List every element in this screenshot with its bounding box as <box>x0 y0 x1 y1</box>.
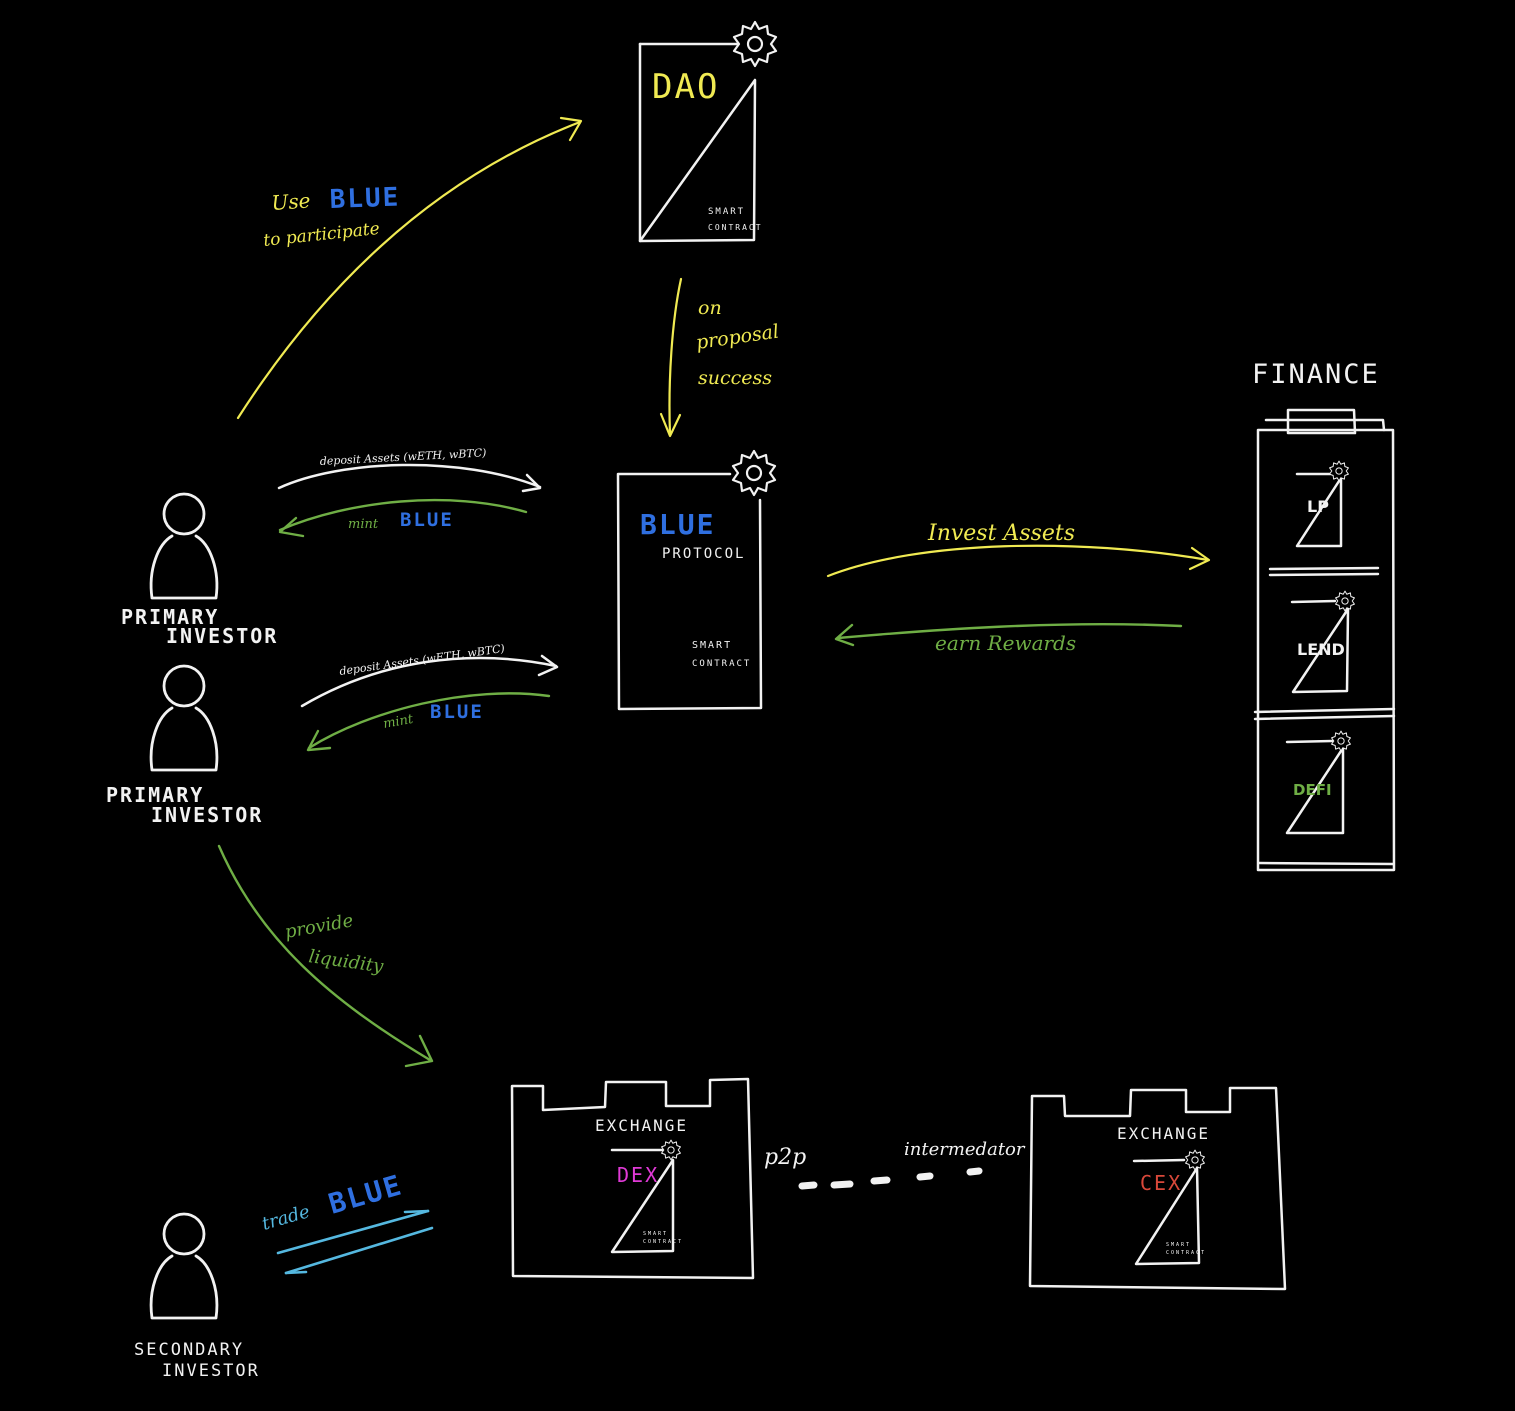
primary-investor-1-line1: PRIMARY <box>121 605 219 629</box>
use-blue-brand: BLUE <box>329 183 401 215</box>
dao-contract-label: CONTRACT <box>708 223 763 232</box>
use-blue-prefix: Use <box>271 188 312 215</box>
mint-1-brand: BLUE <box>400 509 454 531</box>
primary-investor-1: PRIMARY INVESTOR <box>121 492 278 648</box>
cex-label: CEX <box>1140 1171 1182 1195</box>
dex-contract-label: CONTRACT <box>643 1239 683 1245</box>
deposit-2-label: deposit Assets (wETH, wBTC) <box>339 642 506 678</box>
trade-brand: BLUE <box>325 1168 407 1221</box>
protocol-brand: BLUE <box>640 508 715 541</box>
on-proposal-line2: proposal <box>695 321 781 354</box>
finance-title: FINANCE <box>1252 359 1380 390</box>
secondary-investor-line1: SECONDARY <box>134 1340 244 1360</box>
invest-label: Invest Assets <box>927 521 1075 546</box>
blue-protocol-contract: BLUE PROTOCOL SMART CONTRACT <box>616 449 777 711</box>
secondary-investor: SECONDARY INVESTOR <box>134 1212 260 1381</box>
protocol-smart-label: SMART <box>692 640 732 651</box>
cex-gear-icon <box>1185 1149 1205 1171</box>
cex-contract-label: CONTRACT <box>1166 1250 1206 1256</box>
arrow-deposit-2: deposit Assets (wETH, wBTC) <box>300 642 559 708</box>
arrow-use-blue: Use BLUE to participate <box>236 116 583 420</box>
finance-lp-label: LP <box>1307 497 1329 516</box>
mint-1-prefix: mint <box>348 517 379 532</box>
provide-line2: liquidity <box>307 946 385 977</box>
arrow-on-proposal: on proposal success <box>659 277 781 438</box>
dao-contract: DAO SMART CONTRACT <box>638 20 778 243</box>
finance-defi-gear-icon <box>1331 730 1351 752</box>
cex-exchange-title: EXCHANGE <box>1117 1124 1210 1143</box>
dashed-link <box>798 1167 983 1190</box>
dex-exchange-title: EXCHANGE <box>595 1116 688 1135</box>
dex-gear-icon <box>661 1139 681 1161</box>
dex-smart-label: SMART <box>643 1231 668 1237</box>
protocol-gear-icon <box>731 449 777 497</box>
arrow-earn: earn Rewards <box>834 622 1183 655</box>
on-proposal-line3: success <box>698 367 772 389</box>
finance-defi-label: DEFI <box>1293 781 1332 799</box>
finance-building: FINANCE LP LEND DEFI <box>1252 359 1396 872</box>
arrow-deposit-1: deposit Assets (wETH, wBTC) <box>277 446 542 493</box>
arrow-invest: Invest Assets <box>826 521 1211 578</box>
dex-exchange: EXCHANGE DEX SMART CONTRACT <box>510 1077 755 1280</box>
dao-gear-icon <box>732 20 778 68</box>
protocol-subtitle: PROTOCOL <box>662 546 745 562</box>
primary-investor-2-line2: INVESTOR <box>151 803 263 827</box>
finance-lend-gear-icon <box>1335 590 1355 612</box>
cex-exchange: EXCHANGE CEX SMART CONTRACT <box>1028 1086 1287 1291</box>
earn-label: earn Rewards <box>935 631 1076 655</box>
finance-lp-gear-icon <box>1329 460 1349 482</box>
on-proposal-line1: on <box>698 297 722 319</box>
primary-investor-2: PRIMARY INVESTOR <box>106 664 263 827</box>
primary-investor-2-line1: PRIMARY <box>106 783 204 807</box>
arrow-mint-1: mint BLUE <box>278 498 528 538</box>
arrow-trade-blue: trade BLUE <box>260 1168 434 1275</box>
p2p-connection: p2p intermedator <box>764 1139 1026 1190</box>
arrow-mint-2: mint BLUE <box>306 692 551 752</box>
dex-label: DEX <box>617 1163 659 1187</box>
cex-smart-label: SMART <box>1166 1242 1191 1248</box>
dao-title: DAO <box>652 67 719 107</box>
person-icon <box>149 492 219 600</box>
person-icon <box>149 1212 219 1320</box>
provide-line1: provide <box>283 910 355 943</box>
mint-2-brand: BLUE <box>430 701 484 723</box>
dao-smart-label: SMART <box>708 207 745 217</box>
protocol-contract-label: CONTRACT <box>692 659 751 669</box>
primary-investor-1-line2: INVESTOR <box>166 624 278 648</box>
use-blue-line2: to participate <box>262 219 380 251</box>
secondary-investor-line2: INVESTOR <box>162 1361 260 1381</box>
p2p-label: p2p <box>764 1145 806 1170</box>
trade-prefix: trade <box>260 1201 313 1235</box>
finance-lend-label: LEND <box>1297 640 1345 659</box>
person-icon <box>149 664 219 772</box>
arrow-provide-liquidity: provide liquidity <box>217 844 434 1068</box>
mint-2-prefix: mint <box>382 712 415 732</box>
intermediator-label: intermedator <box>904 1139 1026 1160</box>
